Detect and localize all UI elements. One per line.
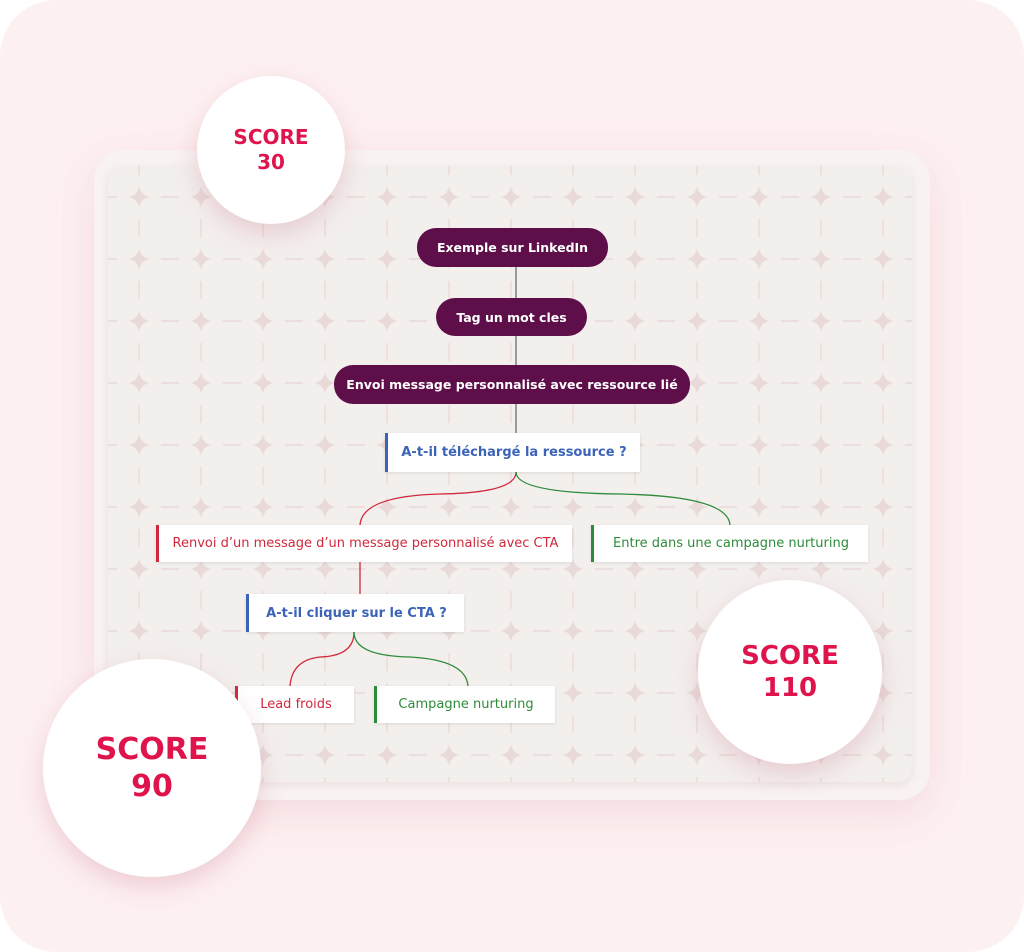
- branch-no-cta-node: Lead froids: [235, 686, 354, 723]
- score-value: 30: [257, 150, 285, 174]
- branch-yes-download-node: Entre dans une campagne nurturing: [591, 525, 868, 562]
- score-badge-top: SCORE 30: [197, 76, 345, 224]
- score-label: SCORE: [95, 731, 209, 767]
- branch-yes-cta-node: Campagne nurturing: [374, 686, 555, 723]
- score-value: 90: [131, 769, 173, 804]
- flow-start-node: Exemple sur LinkedIn: [417, 228, 608, 267]
- score-badge-right: SCORE 110: [698, 580, 882, 764]
- score-badge-bottom: SCORE 90: [43, 659, 261, 877]
- flow-message-node: Envoi message personnalisé avec ressourc…: [334, 365, 690, 404]
- question-cta-node: A-t-il cliquer sur le CTA ?: [246, 594, 464, 632]
- score-value: 110: [762, 673, 818, 703]
- score-label: SCORE: [741, 640, 839, 671]
- question-download-node: A-t-il téléchargé la ressource ?: [385, 433, 640, 472]
- branch-no-download-node: Renvoi d’un message d’un message personn…: [156, 525, 572, 562]
- score-label: SCORE: [233, 125, 309, 149]
- flow-tag-node: Tag un mot cles: [436, 298, 587, 336]
